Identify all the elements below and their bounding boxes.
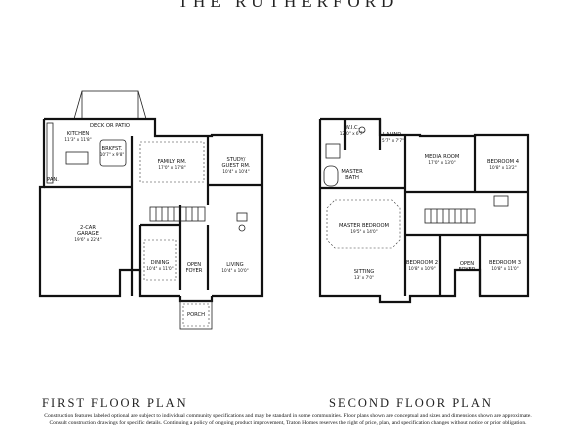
study-label: STUDY/ — [227, 157, 246, 163]
master-bedroom-dim: 19'5" x 14'0" — [350, 229, 377, 234]
media-room-label: MEDIA ROOM — [425, 154, 460, 160]
pantry-label: PAN. — [47, 177, 59, 183]
sitting-dim: 13' x 7'0" — [354, 275, 374, 280]
sitting-label: SITTING — [354, 269, 375, 275]
living-label: LIVING — [226, 262, 243, 268]
shower-fixture — [325, 143, 341, 159]
open-foyer-label-2: FOYER — [459, 267, 476, 273]
plan-title: THE RUTHERFORD — [177, 0, 399, 11]
porch-dashed — [182, 303, 210, 327]
family-room-label: FAMILY RM. — [158, 159, 187, 165]
second-floor-plan: W.I.C. 12'0" x 6'7" LAUND. 5'7" x 7'7" M… — [318, 117, 530, 304]
breakfast-dim: 10'7" x 9'8" — [100, 152, 125, 157]
master-bath-label-2: BATH — [345, 175, 359, 181]
guest-room-label: GUEST RM. — [222, 163, 251, 169]
family-ceiling-dashed — [139, 141, 205, 183]
first-floor-outer-wall-top — [44, 117, 264, 298]
media-room-dim: 17'0" x 13'0" — [428, 160, 455, 165]
kitchen-counter — [46, 122, 54, 184]
living-dim: 10'4" x 10'0" — [221, 268, 248, 273]
deck-label: DECK OR PATIO — [90, 123, 130, 129]
bedroom-3-label: BEDROOM 3 — [489, 260, 521, 266]
deck-outline — [81, 90, 139, 120]
toilet-fixture — [238, 224, 246, 232]
wic-label: W.I.C. — [345, 125, 360, 131]
kitchen-island — [65, 151, 89, 165]
deck-edge-left — [73, 90, 83, 120]
deck-edge-right — [137, 90, 147, 120]
kitchen-label: KITCHEN — [67, 131, 90, 137]
second-floor-label: SECOND FLOOR PLAN — [329, 396, 493, 410]
garage-dim: 19'6" x 22'4" — [74, 237, 101, 242]
front-entry-wall — [178, 296, 214, 303]
powder-bath-fixture — [236, 212, 248, 222]
foyer-label: OPEN — [187, 262, 201, 268]
kitchen-dim: 11'3" x 11'8" — [64, 137, 91, 142]
bedroom-2-label: BEDROOM 2 — [406, 260, 438, 266]
bathtub-fixture — [323, 165, 339, 187]
breakfast-label: BRKFST. — [102, 146, 123, 152]
bedroom-4-label: BEDROOM 4 — [487, 159, 520, 165]
master-bath-label: MASTER — [341, 169, 363, 175]
first-floor-plan: DECK OR PATIO KITCHEN 11'3" x 11'8" BRKF… — [38, 90, 264, 330]
bedroom-2-dim: 10'8" x 10'9" — [408, 266, 435, 271]
disclaimer-line-2: Consult construction drawings for specif… — [49, 420, 527, 426]
first-floor-label: FIRST FLOOR PLAN — [42, 396, 188, 410]
hall-bath-fixture — [493, 195, 509, 207]
wic-fixture — [358, 126, 366, 134]
disclaimer-footer: Construction features labeled optional a… — [0, 413, 576, 427]
second-floor-outer-wall — [318, 117, 530, 304]
wic-dim: 12'0" x 6'7" — [340, 131, 365, 136]
foyer-label-2: FOYER — [186, 268, 203, 274]
porch-outline — [179, 300, 213, 330]
porch-label: PORCH — [187, 312, 205, 318]
master-bedroom-label: MASTER BEDROOM — [339, 223, 389, 229]
bedroom-4-dim: 10'8" x 13'2" — [489, 165, 516, 170]
dining-ceiling-dashed — [143, 239, 177, 281]
bedroom-3-dim: 10'8" x 11'0" — [491, 266, 518, 271]
laundry-label: LAUND. — [383, 132, 403, 138]
garage-label-2: GARAGE — [77, 231, 99, 237]
open-foyer-label: OPEN — [460, 261, 474, 267]
disclaimer-line-1: Construction features labeled optional a… — [44, 413, 532, 419]
family-room-dim: 17'0" x 17'8" — [158, 165, 185, 170]
dining-dim: 10'4" x 11'0" — [146, 266, 173, 271]
master-ceiling-dashed — [326, 199, 401, 249]
garage-label: 2-CAR — [80, 225, 96, 231]
dining-label: DINING — [151, 260, 170, 266]
laundry-dim: 5'7" x 7'7" — [382, 138, 404, 143]
breakfast-table — [99, 139, 127, 167]
study-dim: 10'4" x 10'4" — [222, 169, 249, 174]
first-floor-stairs — [149, 206, 206, 222]
second-floor-stairs — [424, 208, 476, 224]
